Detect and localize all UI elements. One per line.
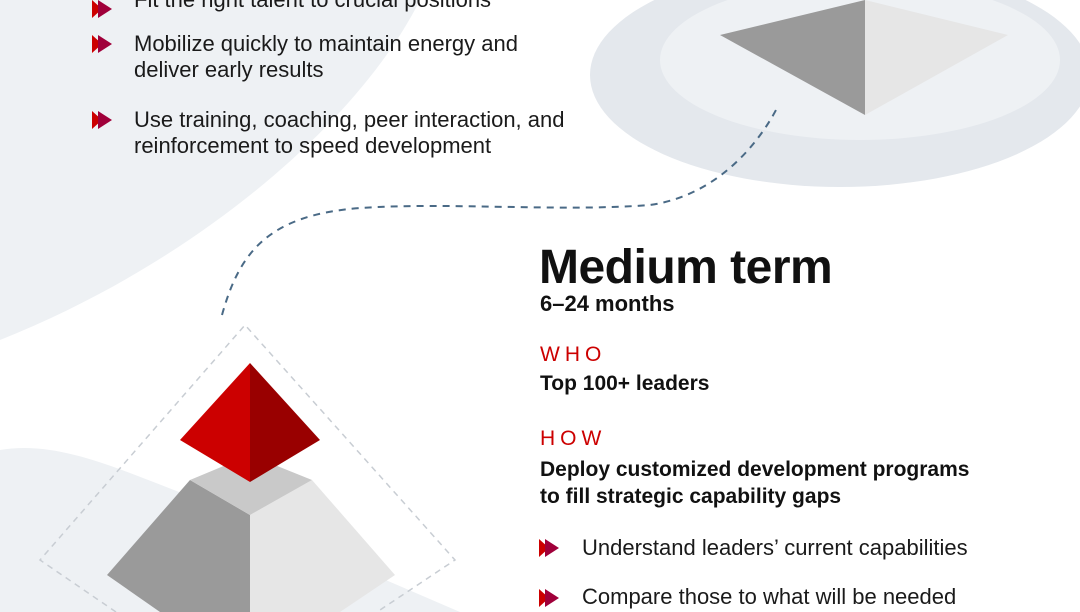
duration: 6–24 months [540, 291, 675, 316]
double-chevron-right-icon [539, 539, 559, 557]
short-term-bullet-3: Use training, coaching, peer interaction… [134, 107, 565, 158]
double-chevron-right-icon [92, 111, 112, 129]
how-label: HOW [540, 427, 607, 450]
pyramid-bottom-tier-top [190, 455, 312, 515]
pyramid-bottom-tier-right [250, 480, 395, 612]
who-label: WHO [540, 343, 607, 366]
medium-term-bullet-1: Understand leaders’ current capabilities [582, 535, 968, 560]
short-term-bullet-1: Fit the right talent to crucial position… [134, 0, 491, 13]
pyramid-top-right-left-face [720, 0, 865, 115]
red-pyramid-left-face [180, 363, 250, 482]
short-term-bullet-2: Mobilize quickly to maintain energy and … [134, 31, 518, 82]
how-value: Deploy customized development programs t… [540, 458, 970, 508]
medium-term-bullet-2: Compare those to what will be needed [582, 584, 957, 609]
red-pyramid-right-face [250, 363, 320, 482]
who-value: Top 100+ leaders [540, 372, 710, 395]
section-title: Medium term [539, 241, 833, 294]
double-chevron-right-icon [539, 589, 559, 607]
pyramid-top-right-right-face [865, 0, 1008, 115]
background-blob-left [0, 0, 420, 340]
dashed-path [221, 109, 777, 316]
double-chevron-right-icon [92, 35, 112, 53]
dashed-diamond [38, 323, 457, 612]
pyramid-bottom-tier-left [107, 480, 250, 612]
double-chevron-right-icon [92, 0, 112, 18]
